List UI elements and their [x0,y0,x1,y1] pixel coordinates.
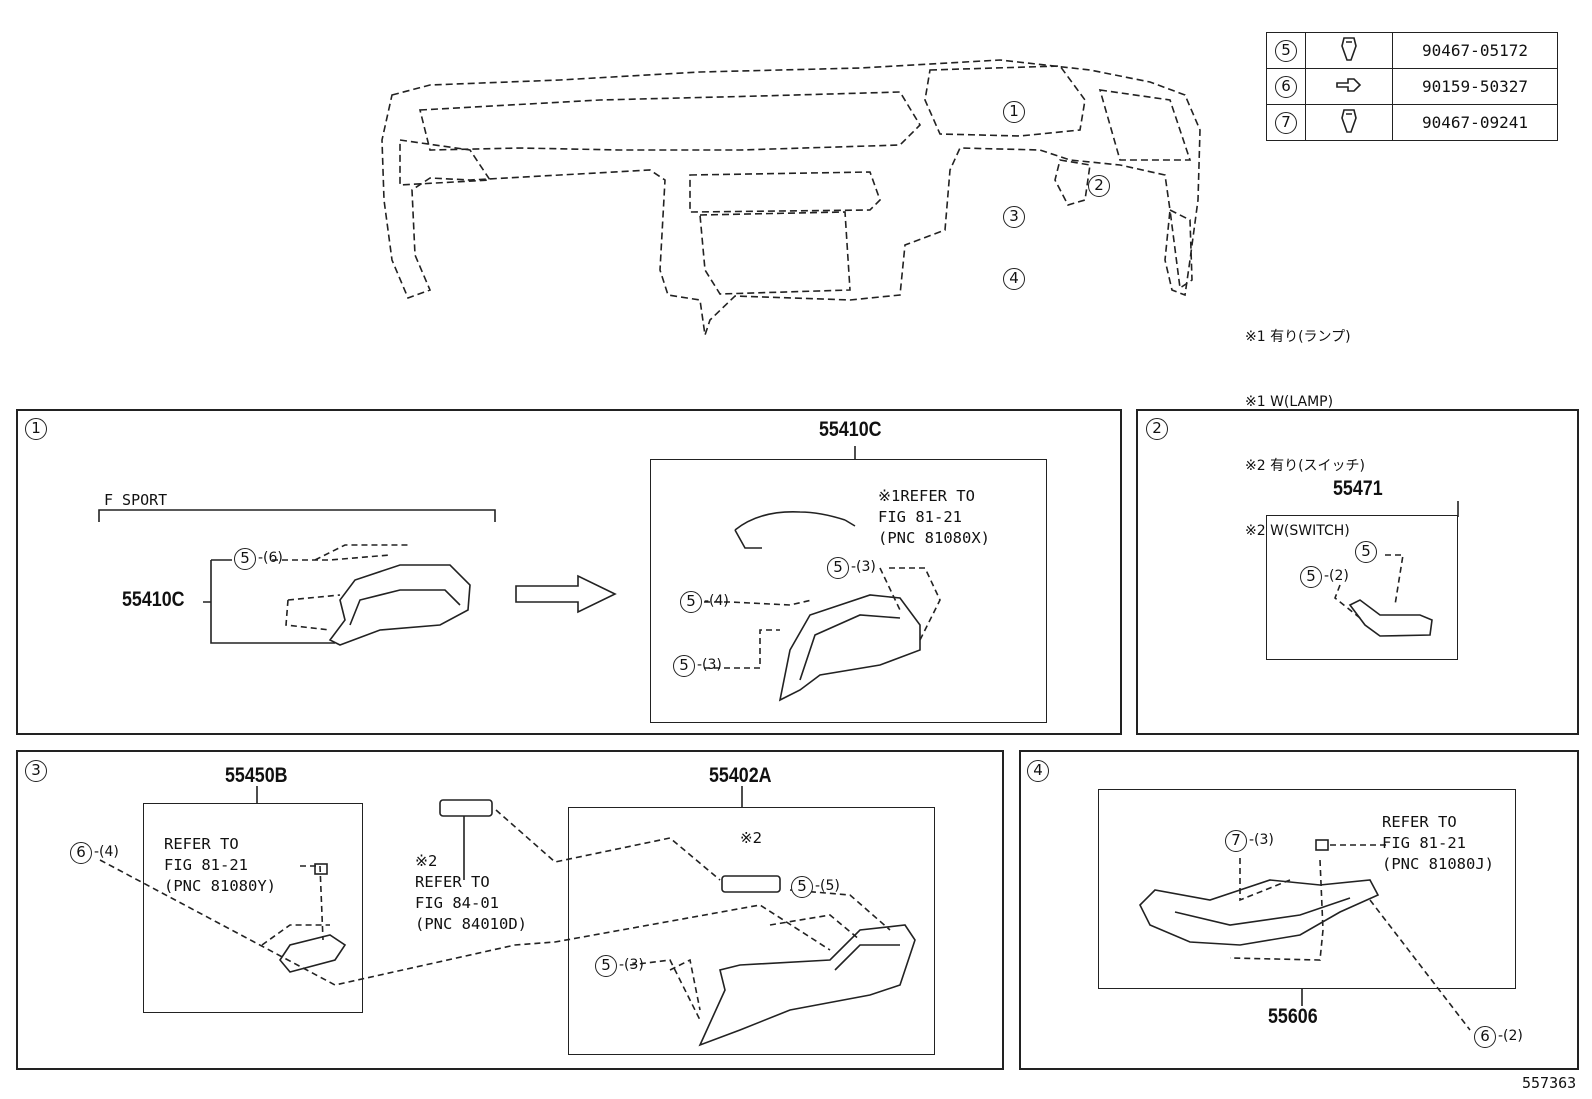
fastener-callout[interactable]: 5 [1355,541,1377,563]
fastener-callout[interactable]: 5 [680,591,702,613]
overview-callout[interactable]: 3 [1003,206,1025,228]
table-row: 6 90159-50327 [1266,68,1558,105]
instrument-panel-overview [381,59,1201,336]
f-sport-label: F SPORT [104,491,168,509]
arrow-shape [515,574,617,614]
fastener-callout[interactable]: 7 [1225,830,1247,852]
figure-id: 557363 [1522,1074,1577,1092]
garnish-sketch [1348,599,1433,637]
footnote: ※2 有り(スイッチ) [1245,458,1366,474]
fastener-table: 5 90467-05172 6 90159-50327 7 90467-0924… [1266,32,1558,141]
footnote: ※1 有り(ランプ) [1245,329,1351,345]
part-group-box [143,803,363,1013]
fastener-callout[interactable]: 5 [791,876,813,898]
switch-mark: ※2 [740,829,763,847]
panel-index: 1 [25,418,47,440]
part-number[interactable]: 55410C [122,588,185,611]
overview-callout[interactable]: 4 [1003,268,1025,290]
overview-callout[interactable]: 2 [1088,175,1110,197]
part-number[interactable]: 55410C [819,418,882,441]
quantity: -(3) [1249,832,1274,848]
fastener-index: 5 [1275,39,1297,62]
detail-panel-2 [1136,409,1579,735]
quantity: -(2) [1498,1028,1523,1044]
hanger-sketch [439,799,493,880]
cluster-hood-sketch-right [734,511,921,702]
panel-index: 2 [1146,418,1168,440]
cluster-hood-sketch-left [328,564,471,646]
part-number[interactable]: 55450B [225,764,288,787]
quantity: -(5) [815,878,840,894]
under-cover-sketch [1139,839,1380,946]
reference-note[interactable]: REFER TO FIG 81-21 (PNC 81080J) [1382,813,1494,873]
fastener-callout[interactable]: 5 [1300,566,1322,588]
fastener-callout[interactable]: 5 [827,557,849,579]
clip-icon [1305,104,1393,141]
clip-icon [1305,32,1393,69]
lower-box-sketch [279,863,347,973]
fastener-callout[interactable]: 5 [673,655,695,677]
part-number[interactable]: 55606 [1268,1005,1318,1028]
detail-panel-3 [16,750,1004,1070]
reference-note[interactable]: REFER TO FIG 81-21 (PNC 81080Y) [164,835,276,895]
fastener-index: 7 [1275,111,1297,134]
footnote: ※2 W(SWITCH) [1245,522,1350,539]
fastener-callout[interactable]: 5 [234,548,256,570]
quantity: -(3) [697,657,722,673]
footnote-list: ※1 有り(ランプ) ※1 W(LAMP) ※2 有り(スイッチ) ※2 W(S… [1245,284,1365,564]
f-sport-bracket [98,509,496,522]
panel-index: 4 [1027,760,1049,782]
part-group-box [650,459,1047,723]
fastener-index: 6 [1275,75,1297,98]
screw-icon [1305,68,1393,105]
part-group-box [1098,789,1516,989]
part-group-box [568,807,935,1055]
table-row: 5 90467-05172 [1266,32,1558,69]
quantity: -(4) [94,844,119,860]
detail-panel-1 [16,409,1122,735]
quantity: -(6) [258,550,283,566]
switch-sketch [721,875,781,893]
part-number: 90159-50327 [1392,68,1558,105]
part-number: 90467-09241 [1392,104,1558,141]
part-number[interactable]: 55471 [1333,477,1383,500]
fastener-callout[interactable]: 6 [70,842,92,864]
glovebox-sketch [698,924,916,1047]
quantity: -(2) [1324,568,1349,584]
part-group-box [1266,515,1458,660]
fastener-callout[interactable]: 5 [595,955,617,977]
footnote: ※1 W(LAMP) [1245,393,1334,410]
quantity: -(3) [619,957,644,973]
table-row: 7 90467-09241 [1266,104,1558,141]
detail-panel-4 [1019,750,1579,1070]
part-number: 90467-05172 [1392,32,1558,69]
reference-note[interactable]: ※2 REFER TO FIG 84-01 (PNC 84010D) [415,852,527,933]
quantity: -(4) [704,593,729,609]
overview-callout[interactable]: 1 [1003,101,1025,123]
reference-note[interactable]: ※1REFER TO FIG 81-21 (PNC 81080X) [878,487,990,547]
fastener-callout[interactable]: 6 [1474,1026,1496,1048]
quantity: -(3) [851,559,876,575]
panel-index: 3 [25,760,47,782]
part-number[interactable]: 55402A [709,764,772,787]
